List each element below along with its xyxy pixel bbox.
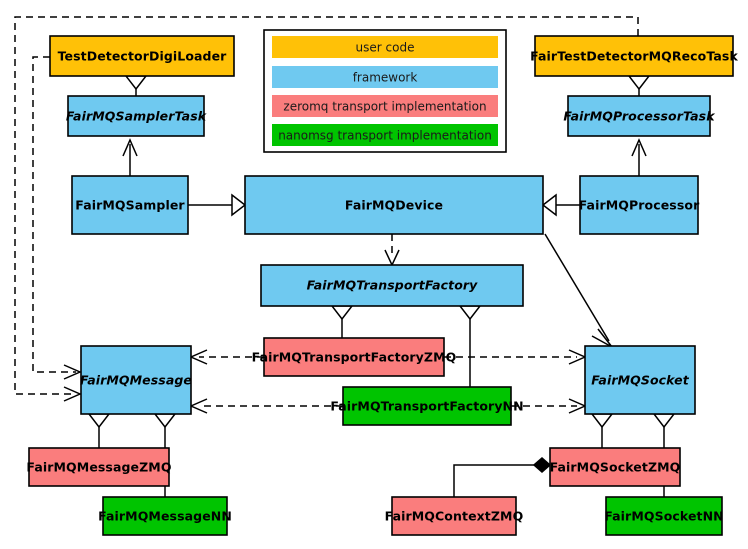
edge-device-to-socket [544,233,613,348]
legend-swatch-nanomsg [272,124,498,146]
node-FairMQSocket[interactable]: FairMQSocket [584,345,696,415]
node-box[interactable] [391,496,517,536]
node-box[interactable] [67,95,205,137]
node-FairMQMessageNN[interactable]: FairMQMessageNN [98,496,232,536]
node-label-FairMQTransportFactoryZMQ: FairMQTransportFactoryZMQ [252,350,457,365]
edge-samplertask-to-digiloader [124,75,148,96]
node-box[interactable] [605,496,723,536]
node-label-FairMQProcessorTask: FairMQProcessorTask [563,109,715,124]
node-FairMQContextZMQ[interactable]: FairMQContextZMQ [385,496,524,536]
node-box[interactable] [49,35,235,77]
node-box[interactable] [28,447,170,487]
legend-item-nanomsg: nanomsg transport implementation [272,124,498,146]
edge-processortask-to-recotask [627,75,651,96]
node-box[interactable] [102,496,228,536]
node-box[interactable] [244,175,544,235]
legend-label-framework: framework [353,71,418,85]
node-box[interactable] [263,337,445,377]
node-box[interactable] [549,447,681,487]
node-label-FairMQMessage: FairMQMessage [80,373,192,388]
legend: user code framework zeromq transport imp… [263,29,507,153]
edge-tfnn-to-transportfactory [458,305,482,387]
node-FairMQSocketNN[interactable]: FairMQSocketNN [604,496,724,536]
node-layer: TestDetectorDigiLoader FairTestDetectorM… [26,35,738,536]
legend-item-user-code: user code [272,36,498,58]
node-label-FairMQSocketNN: FairMQSocketNN [604,509,724,524]
node-FairMQProcessorTask[interactable]: FairMQProcessorTask [563,95,715,137]
node-box[interactable] [567,95,711,137]
node-box[interactable] [71,175,189,235]
node-label-FairMQContextZMQ: FairMQContextZMQ [385,509,524,524]
node-label-FairMQSocketZMQ: FairMQSocketZMQ [550,460,681,475]
node-FairMQMessage[interactable]: FairMQMessage [80,345,192,415]
node-FairMQSocketZMQ[interactable]: FairMQSocketZMQ [549,447,681,487]
edge-sampler-to-samplertask [122,138,138,176]
edge-device-to-transportfactory [384,234,400,267]
node-label-FairMQTransportFactory: FairMQTransportFactory [307,278,479,293]
edge-tfnn-to-message [189,398,343,414]
node-label-FairMQSamplerTask: FairMQSamplerTask [66,109,207,124]
edge-tfzmq-to-transportfactory [330,305,354,338]
edge-contextzmq-to-socketzmq [453,457,552,497]
edge-recotask-to-message [14,16,639,402]
node-box[interactable] [584,345,696,415]
edge-processor-to-processortask [631,138,647,176]
legend-item-zeromq: zeromq transport implementation [272,95,498,117]
legend-swatch-framework [272,66,498,88]
node-box[interactable] [534,35,734,77]
node-FairMQDevice[interactable]: FairMQDevice [244,175,544,235]
node-FairMQTransportFactoryNN[interactable]: FairMQTransportFactoryNN [330,386,524,426]
edge-sampler-to-device [188,193,247,217]
node-label-FairMQSocket: FairMQSocket [591,373,689,388]
node-FairMQTransportFactory[interactable]: FairMQTransportFactory [260,264,524,307]
node-FairTestDetectorMQRecoTask[interactable]: FairTestDetectorMQRecoTask [530,35,738,77]
legend-label-zeromq: zeromq transport implementation [283,100,486,114]
node-box[interactable] [260,264,524,307]
node-label-FairMQMessageZMQ: FairMQMessageZMQ [26,460,171,475]
legend-label-user-code: user code [356,41,415,55]
node-label-FairMQProcessor: FairMQProcessor [579,198,700,213]
node-FairMQTransportFactoryZMQ[interactable]: FairMQTransportFactoryZMQ [252,337,457,377]
edge-digiloader-to-message [32,56,82,380]
legend-label-nanomsg: nanomsg transport implementation [278,129,492,143]
legend-item-framework: framework [272,66,498,88]
node-box[interactable] [579,175,699,235]
node-label-FairMQTransportFactoryNN: FairMQTransportFactoryNN [330,399,523,414]
edge-processor-to-device [541,193,580,217]
node-box[interactable] [80,345,192,415]
node-TestDetectorDigiLoader[interactable]: TestDetectorDigiLoader [49,35,235,77]
node-label-FairTestDetectorMQRecoTask: FairTestDetectorMQRecoTask [530,49,738,64]
node-label-FairMQSampler: FairMQSampler [75,198,185,213]
edge-socketzmq-to-socket [590,413,614,448]
node-FairMQSampler[interactable]: FairMQSampler [71,175,189,235]
legend-swatch-zeromq [272,95,498,117]
node-label-FairMQDevice: FairMQDevice [345,198,443,213]
edge-tfzmq-to-socket [444,349,587,365]
legend-swatch-user-code [272,36,498,58]
node-FairMQMessageZMQ[interactable]: FairMQMessageZMQ [26,447,171,487]
node-box[interactable] [342,386,512,426]
node-label-TestDetectorDigiLoader: TestDetectorDigiLoader [58,49,228,64]
node-FairMQProcessor[interactable]: FairMQProcessor [579,175,700,235]
node-FairMQSamplerTask[interactable]: FairMQSamplerTask [66,95,207,137]
edge-messagezmq-to-message [87,413,111,448]
node-label-FairMQMessageNN: FairMQMessageNN [98,509,232,524]
